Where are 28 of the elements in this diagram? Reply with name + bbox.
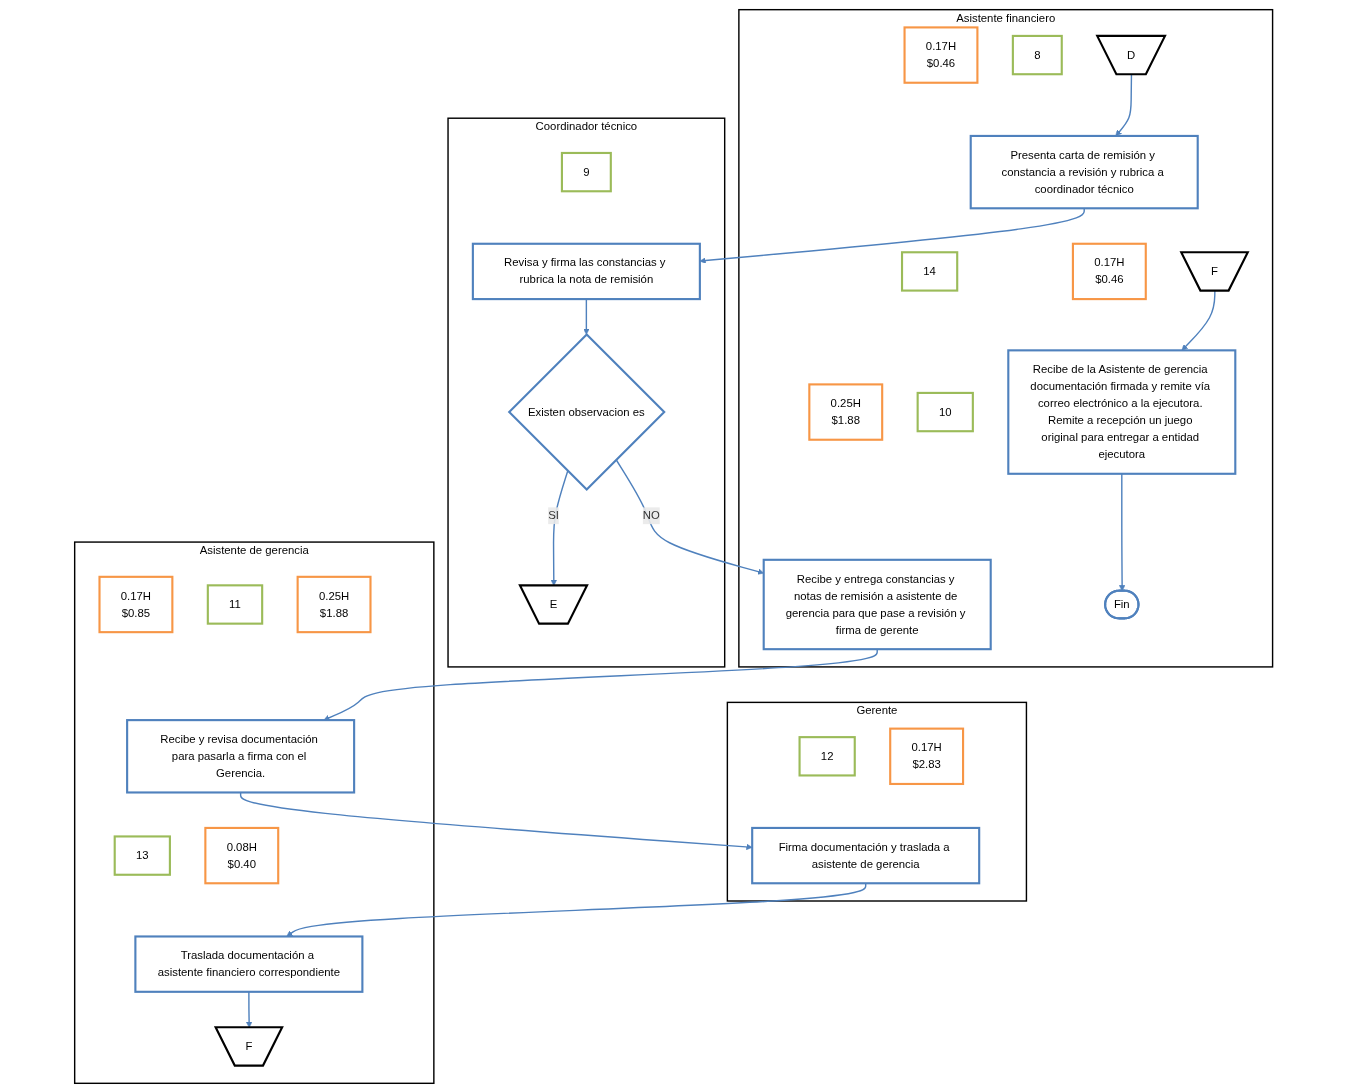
node-box: 11 bbox=[206, 583, 264, 625]
arrow bbox=[1115, 73, 1133, 136]
node-box: 8 bbox=[1011, 34, 1063, 75]
node-box: Presenta carta de remisión y constancia a revisión y rubrica a coordinador técnico bbox=[969, 134, 1199, 209]
node-box: Revisa y firma las constancias y rubrica la nota de remisión bbox=[471, 242, 701, 300]
node-box: 0.08H $0.40 bbox=[204, 826, 280, 884]
arrow bbox=[615, 458, 764, 575]
node-box: 0.25H $1.88 bbox=[808, 382, 884, 441]
edge-label: SI bbox=[547, 508, 559, 521]
arrow bbox=[699, 207, 1085, 264]
node-box: Recibe y revisa documentación para pasarla a firma con el Gerencia. bbox=[125, 718, 356, 794]
edge-label: NO bbox=[642, 508, 660, 521]
node-box: 14 bbox=[900, 250, 959, 292]
node-box: 0.17H $0.46 bbox=[903, 25, 979, 84]
node-box: 0.17H $0.85 bbox=[98, 575, 174, 633]
node-box: Firma documentación y traslada a asistente de gerencia bbox=[751, 826, 981, 884]
node-box: Recibe de la Asistente de gerencia documentación firmada y remite vía correo electrónico a la ejecutora. Remite a recepción un juego original para entregar a entidad ejecutora bbox=[1007, 348, 1237, 475]
node-box: 12 bbox=[798, 735, 856, 776]
node-box: 0.17H $2.83 bbox=[889, 727, 964, 785]
node-box: 0.25H $1.88 bbox=[296, 575, 372, 633]
arrow bbox=[239, 791, 753, 850]
node-diamond: Existen observacion es bbox=[507, 332, 666, 491]
node-box: Traslada documentación a asistente financiero correspondiente bbox=[134, 934, 364, 993]
node-box: 0.17H $0.46 bbox=[1071, 242, 1147, 300]
node-box: Recibe y entrega constancias y notas de remisión a asistente de gerencia para que pase a revisión y firma de gerente bbox=[762, 558, 992, 650]
node-box: 10 bbox=[916, 391, 974, 432]
node-box: 9 bbox=[560, 151, 612, 192]
node-box: 13 bbox=[113, 834, 171, 876]
